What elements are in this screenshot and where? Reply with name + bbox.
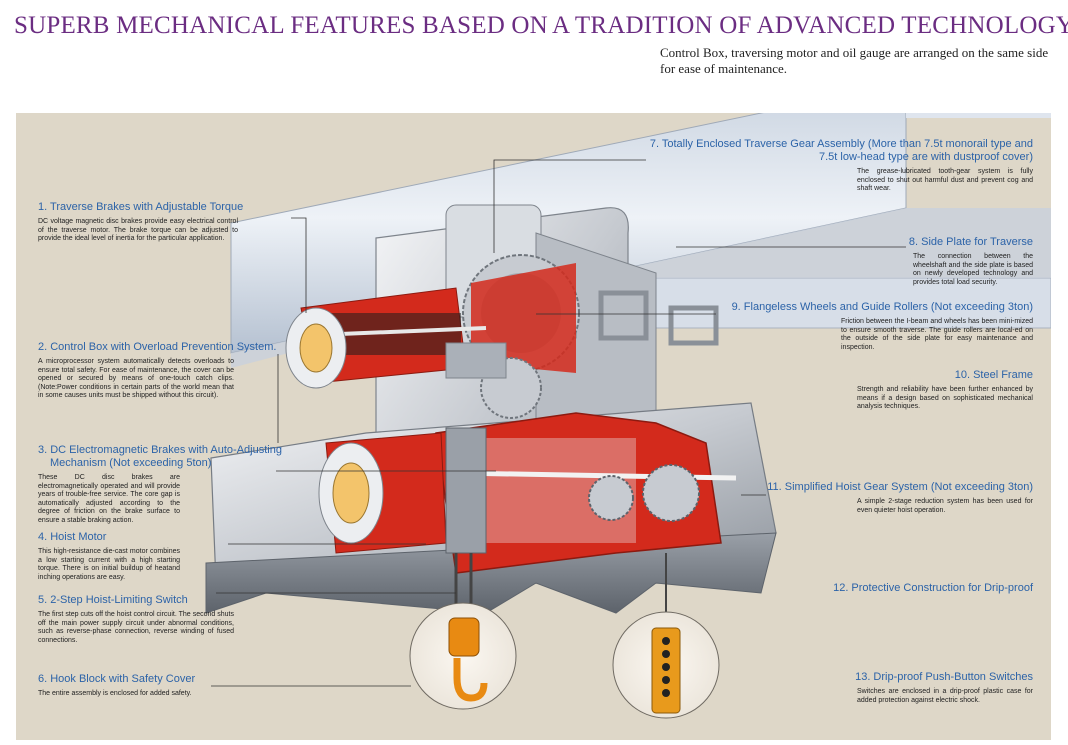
heading-left: SUPERB MECHANICAL FEATURES BASED ON — [14, 12, 548, 39]
feature-12: 12. Protective Construction for Drip-pro… — [733, 582, 1033, 595]
feature-7-desc: The grease-lubricated tooth-gear system … — [857, 168, 1033, 193]
feature-9-desc: Friction between the I-beam and wheels h… — [841, 318, 1033, 351]
feature-3-title: 3. DC Electromagnetic Brakes with Auto-A… — [38, 444, 282, 456]
feature-10-desc: Strength and reliability have been furth… — [857, 386, 1033, 411]
feature-13-title: 13. Drip-proof Push-Button Switches — [855, 671, 1033, 683]
feature-2-title: 2. Control Box with Overload Prevention … — [38, 341, 277, 353]
feature-5-desc: The first step cuts off the hoist contro… — [38, 611, 234, 644]
feature-8: 8. Side Plate for Traverse The connectio… — [733, 236, 1033, 287]
leader-lines — [211, 159, 906, 687]
traverse-gear-cutaway — [462, 254, 580, 419]
feature-3-desc: These DC disc brakes are electromagnetic… — [38, 474, 180, 524]
feature-7: 7. Totally Enclosed Traverse Gear Assemb… — [593, 138, 1033, 194]
push-button-pendant — [612, 553, 720, 719]
feature-13-desc: Switches are enclosed in a drip-proof pl… — [857, 688, 1033, 704]
feature-6: 6. Hook Block with Safety Cover The enti… — [38, 673, 258, 699]
feature-1: 1. Traverse Brakes with Adjustable Torqu… — [38, 201, 278, 244]
feature-10: 10. Steel Frame Strength and reliability… — [733, 369, 1033, 412]
feature-4: 4. Hoist Motor This high-resistance die-… — [38, 531, 238, 582]
feature-5-title: 5. 2-Step Hoist-Limiting Switch — [38, 594, 188, 606]
feature-2-desc: A microprocessor system automatically de… — [38, 358, 234, 400]
feature-11-title: 11. Simplified Hoist Gear System (Not ex… — [767, 481, 1033, 493]
feature-13: 13. Drip-proof Push-Button Switches Swit… — [733, 671, 1033, 705]
feature-7-title-cont: 7.5t low-head type are with dustproof co… — [818, 151, 1033, 163]
feature-3: 3. DC Electromagnetic Brakes with Auto-A… — [38, 444, 298, 526]
feature-11-desc: A simple 2-stage reduction system has be… — [857, 498, 1033, 514]
feature-1-desc: DC voltage magnetic disc brakes provide … — [38, 218, 238, 243]
feature-panel: 1. Traverse Brakes with Adjustable Torqu… — [16, 113, 1051, 740]
feature-3-title-cont: Mechanism (Not exceeding 5ton) — [50, 457, 212, 469]
hook-block — [409, 553, 517, 710]
feature-6-desc: The entire assembly is enclosed for adde… — [38, 690, 192, 697]
heading-right: A TRADITION OF ADVANCED TECHNOLOGY. — [552, 12, 1068, 39]
feature-11: 11. Simplified Hoist Gear System (Not ex… — [703, 481, 1033, 515]
intro-text: Control Box, traversing motor and oil ga… — [660, 45, 1049, 76]
feature-12-title: 12. Protective Construction for Drip-pro… — [833, 582, 1033, 594]
feature-5: 5. 2-Step Hoist-Limiting Switch The firs… — [38, 594, 258, 645]
feature-7-title: 7. Totally Enclosed Traverse Gear Assemb… — [649, 138, 1033, 150]
traverse-motor — [285, 287, 507, 389]
feature-10-title: 10. Steel Frame — [954, 369, 1033, 381]
feature-8-title: 8. Side Plate for Traverse — [908, 236, 1033, 248]
feature-4-title: 4. Hoist Motor — [38, 531, 107, 543]
feature-9: 9. Flangeless Wheels and Guide Rollers (… — [673, 301, 1033, 352]
hoist-illustration — [205, 113, 1051, 719]
feature-9-title: 9. Flangeless Wheels and Guide Rollers (… — [731, 301, 1033, 313]
feature-8-desc: The connection between the wheelshaft an… — [913, 253, 1033, 286]
feature-1-title: 1. Traverse Brakes with Adjustable Torqu… — [38, 201, 244, 213]
feature-4-desc: This high-resistance die-cast motor comb… — [38, 548, 180, 581]
hoist-body — [205, 402, 777, 614]
feature-6-title: 6. Hook Block with Safety Cover — [38, 673, 196, 685]
feature-2: 2. Control Box with Overload Prevention … — [38, 341, 288, 401]
